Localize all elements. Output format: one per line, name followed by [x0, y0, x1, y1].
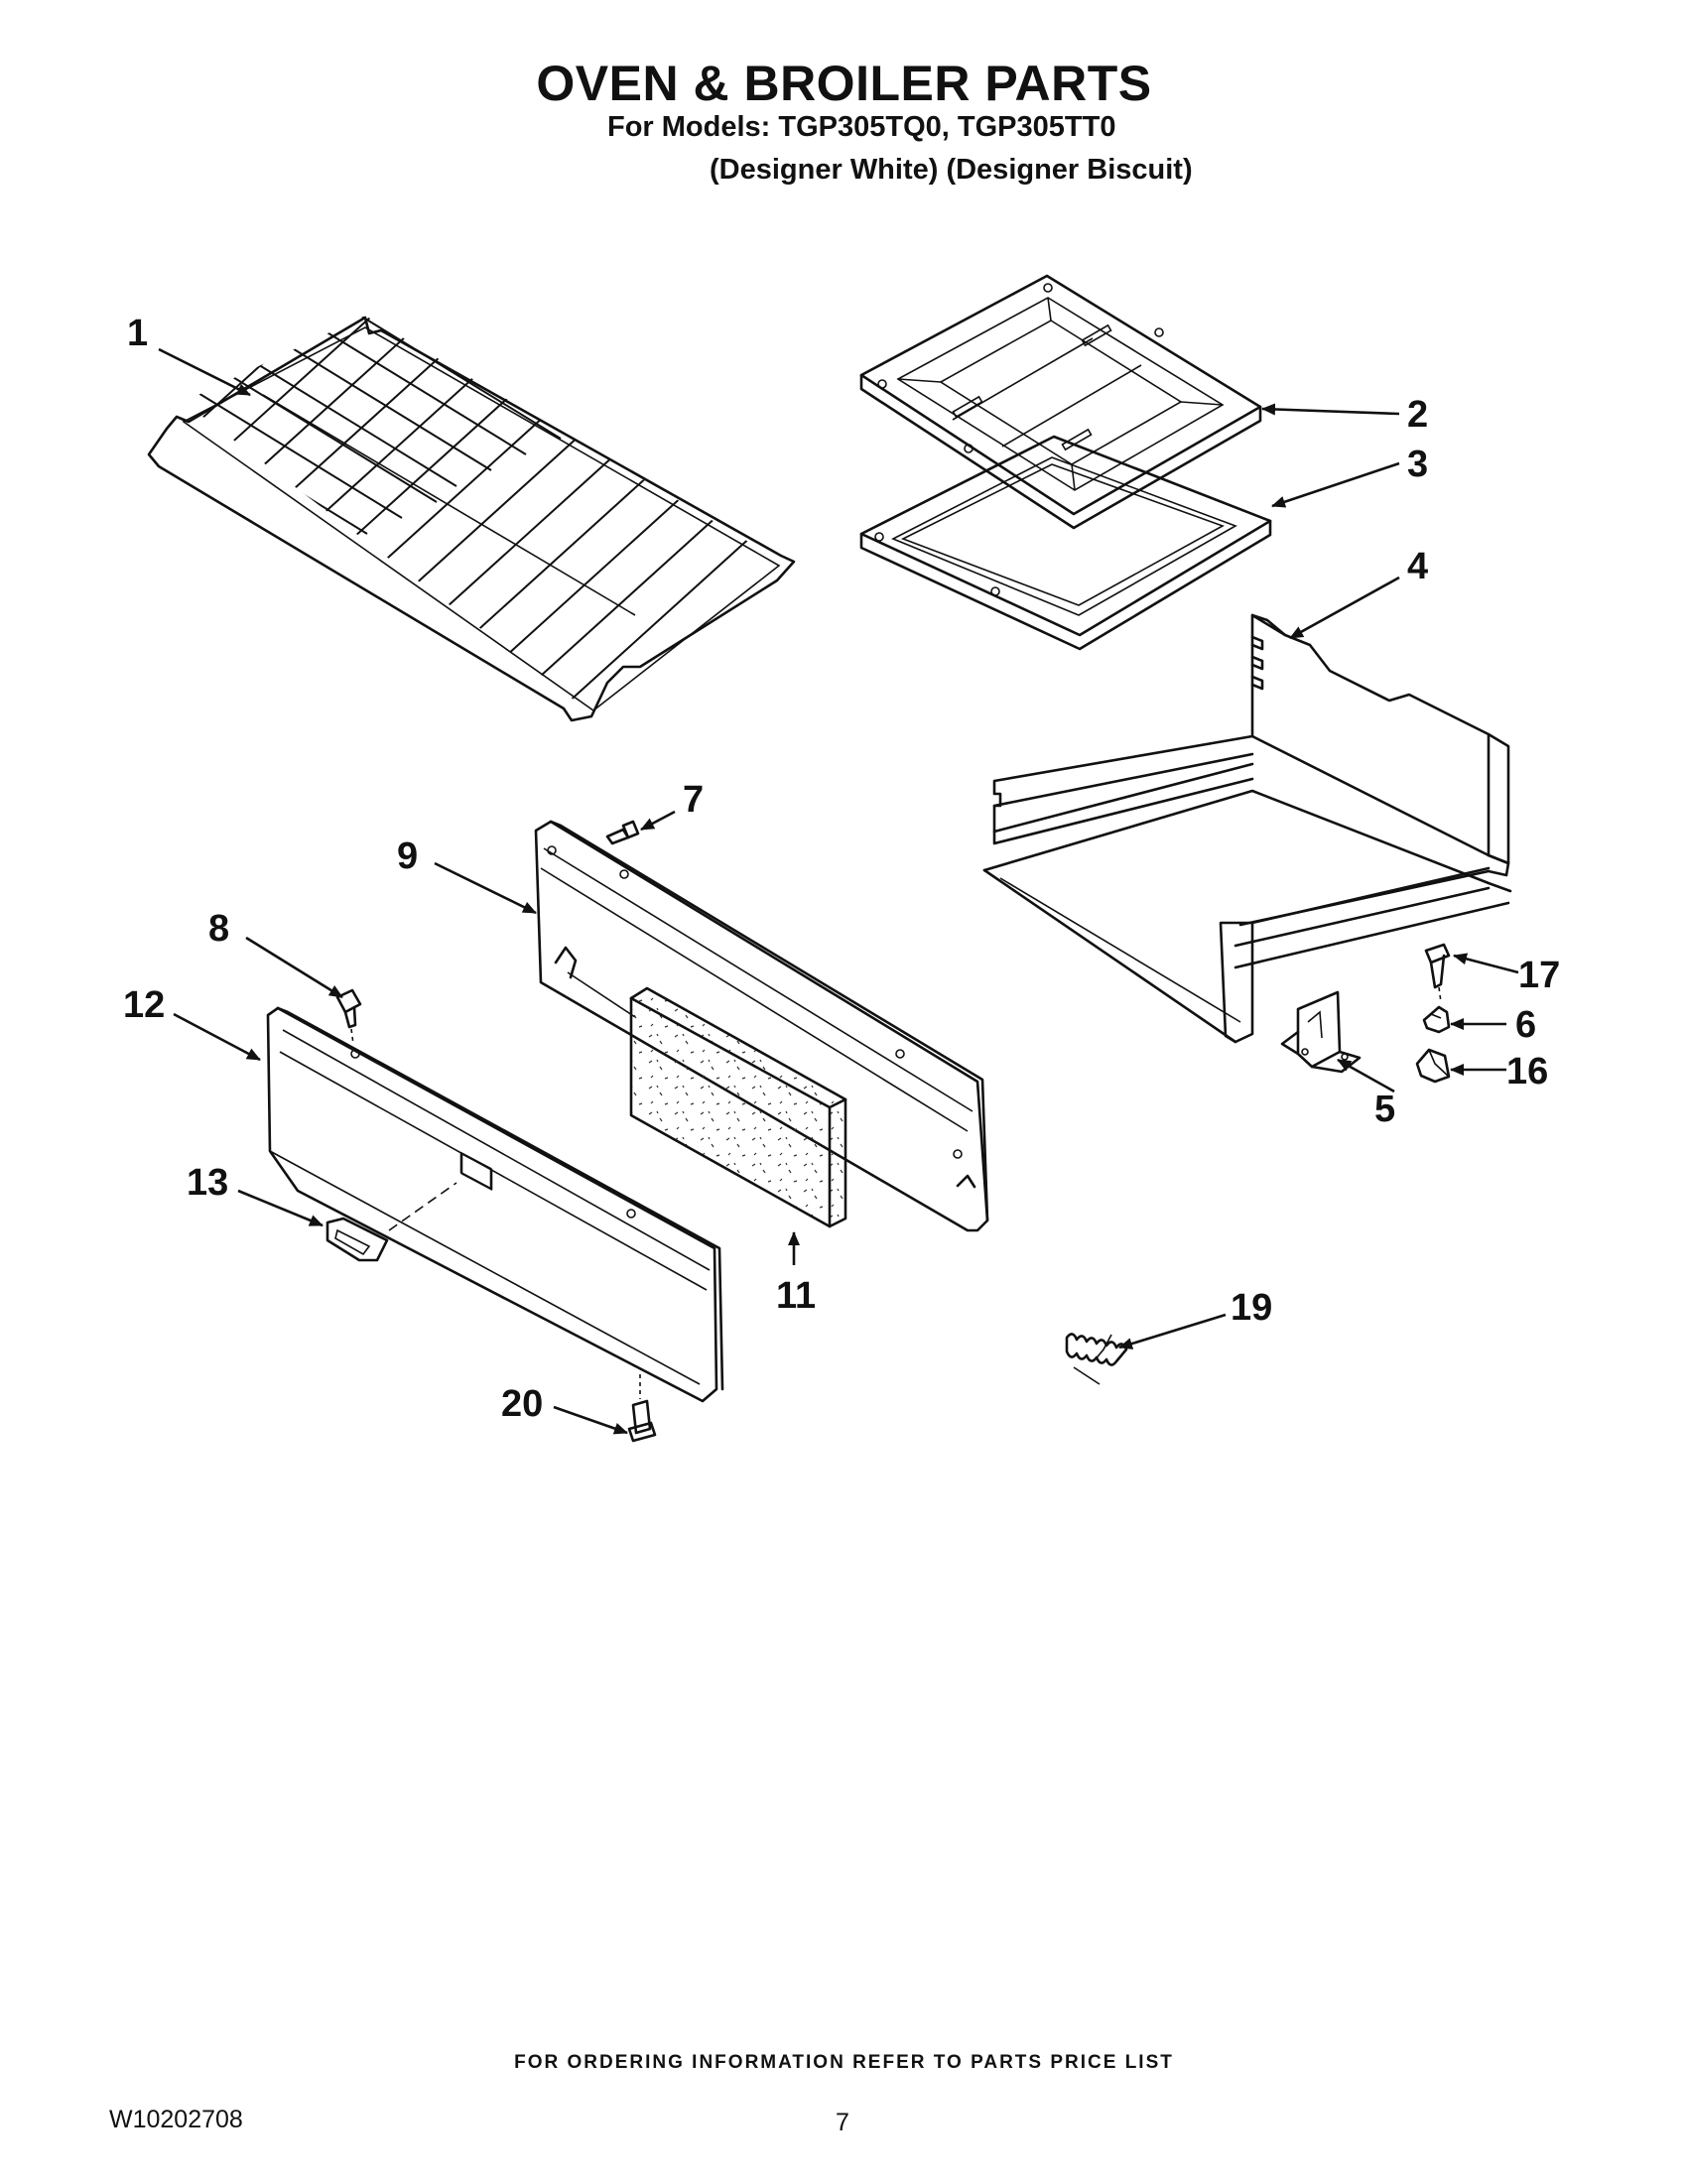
callout-1: 1 [127, 313, 148, 354]
callout-5: 5 [1374, 1089, 1395, 1130]
rack-wires [184, 316, 772, 535]
document-number: W10202708 [109, 2106, 243, 2133]
handle-insert [325, 1217, 389, 1262]
callout-17: 17 [1518, 955, 1560, 996]
clip-6 [1422, 1005, 1451, 1034]
callout-6: 6 [1515, 1004, 1536, 1046]
callout-19: 19 [1231, 1287, 1272, 1329]
callout-20: 20 [501, 1383, 543, 1425]
door-spring [1065, 1333, 1128, 1385]
ordering-note: FOR ORDERING INFORMATION REFER TO PARTS … [514, 2052, 1174, 2073]
callout-numbers: 1 2 3 4 5 6 7 8 9 11 12 13 16 17 19 20 [123, 313, 1560, 1425]
drawer-body [982, 613, 1512, 1044]
callout-12: 12 [123, 984, 165, 1026]
clip-16 [1415, 1048, 1451, 1084]
callout-11: 11 [776, 1275, 816, 1317]
insulation-block [629, 986, 847, 1228]
callout-13: 13 [187, 1162, 228, 1204]
callout-4: 4 [1407, 546, 1428, 587]
callout-16: 16 [1506, 1051, 1548, 1092]
inner-door-panel [534, 820, 989, 1232]
callout-2: 2 [1407, 394, 1428, 436]
page-number: 7 [836, 2109, 849, 2136]
callout-9: 9 [397, 835, 418, 877]
models-line: For Models: TGP305TQ0, TGP305TT0 [607, 111, 1116, 143]
screw-8 [335, 988, 362, 1029]
screw-7 [605, 820, 640, 845]
callout-7: 7 [683, 779, 704, 821]
outer-door-panel [266, 1006, 724, 1403]
callout-8: 8 [208, 908, 229, 950]
page-title: OVEN & BROILER PARTS [536, 56, 1152, 111]
screw-17 [1424, 943, 1451, 989]
bracket [1280, 990, 1362, 1074]
colors-line: (Designer White) (Designer Biscuit) [710, 154, 1193, 186]
broiler-pan [859, 435, 1272, 651]
screw-20 [627, 1374, 657, 1443]
oven-rack [147, 316, 796, 722]
broiler-grid [859, 274, 1262, 530]
callout-3: 3 [1407, 444, 1428, 485]
leader-lines [158, 347, 1519, 1435]
